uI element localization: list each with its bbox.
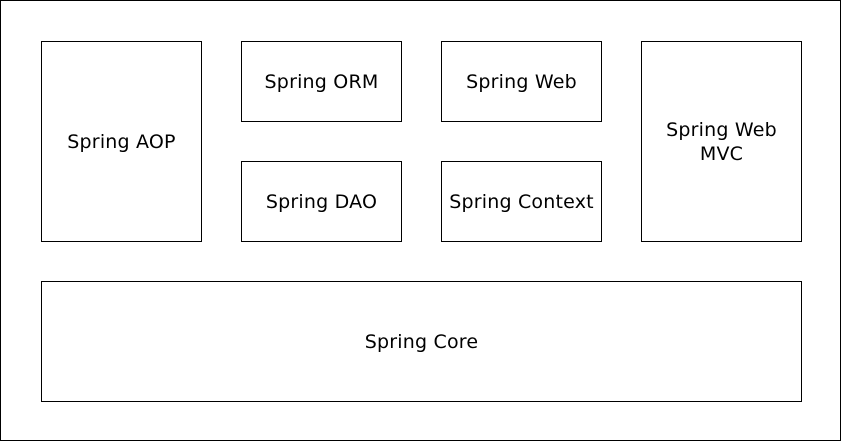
spring-core-module: Spring Core [41,281,802,402]
spring-web-module: Spring Web [441,41,602,122]
spring-core-label: Spring Core [364,330,479,353]
spring-web-mvc-module: Spring Web MVC [641,41,802,242]
spring-web-label: Spring Web [466,70,577,93]
spring-dao-label: Spring DAO [265,190,378,213]
spring-orm-label: Spring ORM [264,70,379,93]
spring-context-module: Spring Context [441,161,602,242]
spring-aop-module: Spring AOP [41,41,202,242]
spring-dao-module: Spring DAO [241,161,402,242]
spring-context-label: Spring Context [449,190,594,213]
spring-web-mvc-label: Spring Web MVC [666,118,777,165]
spring-orm-module: Spring ORM [241,41,402,122]
spring-aop-label: Spring AOP [67,130,176,153]
